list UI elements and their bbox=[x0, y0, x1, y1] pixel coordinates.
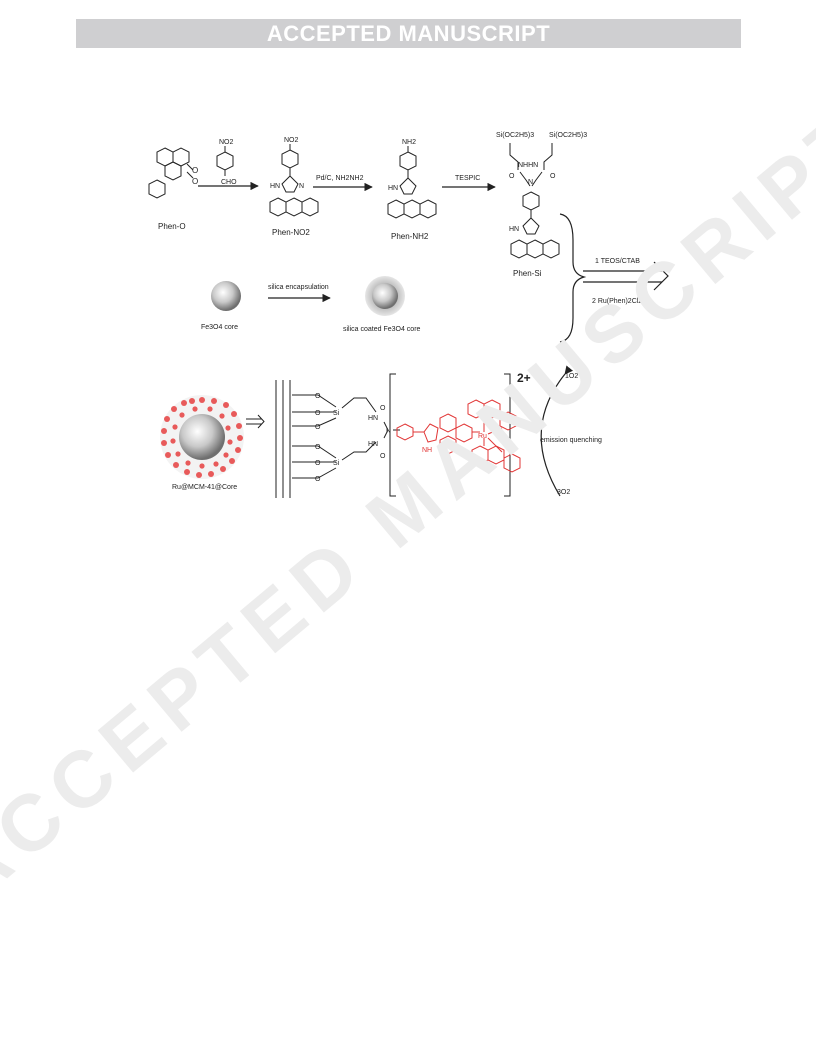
step-1-condition: 1 TEOS/CTAB bbox=[595, 258, 640, 265]
phen-o-label: Phen-O bbox=[158, 222, 186, 231]
hn-label-1: HN bbox=[270, 183, 280, 190]
ru-mcm-label: Ru@MCM-41@Core bbox=[172, 484, 237, 491]
emission-arc bbox=[540, 365, 574, 497]
singlet-oxygen-label: 1O2 bbox=[565, 373, 578, 380]
ru-mcm-particle bbox=[160, 395, 244, 479]
phen-si-structure bbox=[509, 143, 560, 259]
phen-nh2-label: Phen-NH2 bbox=[391, 232, 429, 241]
reduction-condition: Pd/C, NH2NH2 bbox=[316, 175, 364, 182]
n-label-2: N bbox=[528, 179, 533, 186]
o-label-4: O bbox=[550, 173, 556, 180]
double-arrow-head bbox=[653, 261, 669, 291]
silica-encapsulation-condition: silica encapsulation bbox=[268, 284, 329, 291]
o-link-2: O bbox=[315, 410, 321, 417]
phen-o-structure bbox=[148, 147, 194, 199]
o-label-1: O bbox=[192, 166, 198, 175]
o-link-5: O bbox=[315, 460, 321, 467]
o-link-4: O bbox=[315, 444, 321, 451]
hn-label-3: HN bbox=[509, 226, 519, 233]
o-link-3: O bbox=[315, 424, 321, 431]
o-link-8: O bbox=[380, 453, 386, 460]
silica-coated-core-sphere bbox=[372, 283, 398, 309]
hn-link-2: HN bbox=[368, 441, 378, 448]
cho-reagent-label: CHO bbox=[221, 179, 237, 186]
si-group-left: Si(OC2H5)3 bbox=[496, 132, 534, 139]
hn-label-2: HN bbox=[388, 185, 398, 192]
triplet-oxygen-label: 3O2 bbox=[557, 489, 570, 496]
nhhn-label: NHHN bbox=[518, 162, 538, 169]
fe3o4-core-label: Fe3O4 core bbox=[201, 324, 238, 331]
phen-no2-label: Phen-NO2 bbox=[272, 228, 310, 237]
combining-brace bbox=[559, 213, 587, 343]
ru-complex-structure bbox=[396, 399, 521, 473]
accepted-manuscript-banner: ACCEPTED MANUSCRIPT bbox=[76, 19, 741, 48]
si-group-right: Si(OC2H5)3 bbox=[549, 132, 587, 139]
silica-coated-core-label: silica coated Fe3O4 core bbox=[343, 326, 421, 333]
n-label-1: N bbox=[299, 183, 304, 190]
bracket-left bbox=[389, 373, 396, 497]
complex-charge: 2+ bbox=[517, 371, 531, 385]
o-link-6: O bbox=[315, 476, 321, 483]
no2-reagent-label: NO2 bbox=[219, 139, 234, 146]
o-link-7: O bbox=[380, 405, 386, 412]
silica-surface-lines bbox=[275, 380, 291, 498]
hn-link-1: HN bbox=[368, 415, 378, 422]
phen-nh2-structure bbox=[387, 146, 437, 219]
fe3o4-core-sphere bbox=[211, 281, 241, 311]
o-link-1: O bbox=[315, 393, 321, 400]
nitrobenzaldehyde-structure bbox=[216, 146, 234, 176]
o-label-2: O bbox=[192, 177, 198, 186]
step-2-condition: 2 Ru(Phen)2Cl2 bbox=[592, 298, 642, 305]
bracket-right bbox=[504, 373, 511, 497]
nh2-group-label: NH2 bbox=[402, 139, 416, 146]
emission-quenching-label: emission quenching bbox=[540, 437, 602, 444]
ru-center-label: Ru bbox=[478, 433, 487, 440]
phen-no2-structure bbox=[269, 144, 319, 217]
no2-group-label: NO2 bbox=[284, 137, 299, 144]
si-link-1: Si bbox=[333, 410, 340, 417]
implication-arrow-head bbox=[257, 414, 265, 429]
phen-si-label: Phen-Si bbox=[513, 269, 542, 278]
n-link: N bbox=[386, 428, 391, 435]
tespic-condition: TESPIC bbox=[455, 175, 480, 182]
si-link-2: Si bbox=[333, 460, 340, 467]
nh-red-label: NH bbox=[422, 447, 432, 454]
o-label-3: O bbox=[509, 173, 515, 180]
